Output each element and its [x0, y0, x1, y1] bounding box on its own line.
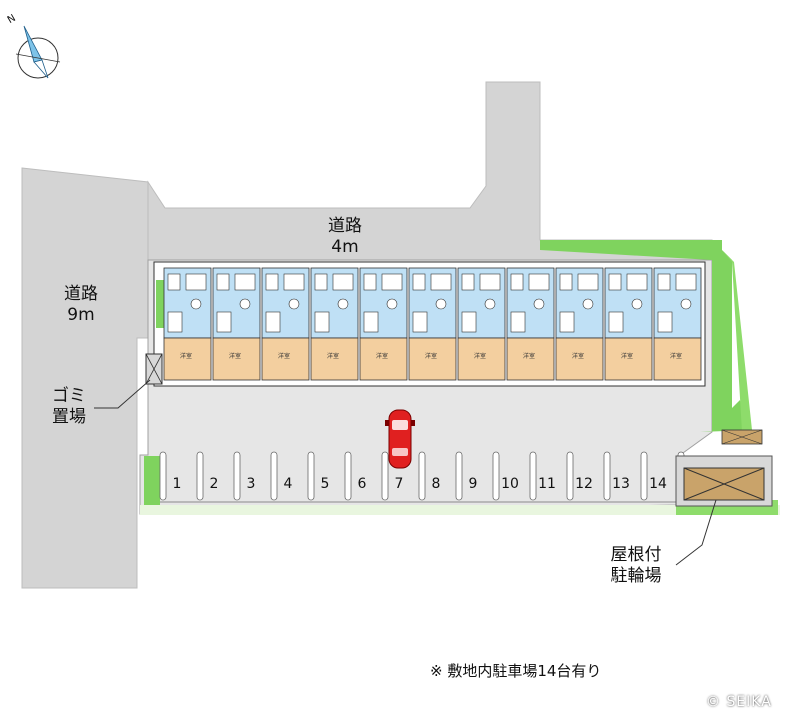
green-strip-west [144, 456, 160, 510]
bicycle-callout: 屋根付 駐輪場 [598, 545, 674, 587]
north-road [147, 81, 713, 261]
west-road-name: 道路 [64, 284, 98, 304]
room-label: 洋室 [523, 352, 535, 360]
building-unit: 洋室 [457, 267, 506, 381]
room-label: 洋室 [621, 352, 633, 360]
room-label: 洋室 [180, 352, 192, 360]
north-road-name: 道路 [328, 216, 362, 236]
bicycle-parking [675, 429, 773, 507]
stall-divider [307, 451, 315, 501]
green-strip-east [540, 240, 750, 432]
bicycle-leader-line [675, 499, 717, 566]
building-unit: 洋室 [359, 267, 408, 381]
building-unit: 洋室 [261, 267, 310, 381]
apartment-building: 洋室 洋室 洋室 洋室 洋室 洋室 洋室 洋室 洋室 洋室 洋室 [153, 261, 706, 387]
west-road [21, 167, 149, 589]
stall-divider [159, 451, 167, 501]
room-label: 洋室 [474, 352, 486, 360]
stall-number-3: 3 [246, 476, 256, 492]
building-unit: 洋室 [506, 267, 555, 381]
stall-divider [270, 451, 278, 501]
north-road-width: 4m [331, 237, 359, 257]
stall-number-1: 1 [172, 476, 182, 492]
stall-divider [418, 451, 426, 501]
stall-number-13: 13 [612, 476, 630, 492]
garbage-callout: ゴミ 置場 [44, 386, 94, 428]
green-strip-east-outer [722, 250, 752, 432]
room-label: 洋室 [229, 352, 241, 360]
stall-number-6: 6 [357, 476, 367, 492]
garbage-leader-line [94, 379, 151, 409]
garbage-area [145, 353, 163, 385]
stall-number-2: 2 [209, 476, 219, 492]
garbage-callout-line2: 置場 [52, 407, 86, 427]
building-unit: 洋室 [212, 267, 261, 381]
copyright-mark: © SEIKA [706, 694, 772, 710]
north-road-label: 道路 4m [300, 216, 390, 258]
building-unit: 洋室 [653, 267, 702, 381]
building-unit: 洋室 [408, 267, 457, 381]
room-label: 洋室 [670, 352, 682, 360]
stall-divider [344, 451, 352, 501]
room-label: 洋室 [425, 352, 437, 360]
building-unit: 洋室 [604, 267, 653, 381]
room-label: 洋室 [376, 352, 388, 360]
stall-number-14: 14 [649, 476, 667, 492]
stall-divider [640, 451, 648, 501]
building-unit: 洋室 [555, 267, 604, 381]
room-label: 洋室 [327, 352, 339, 360]
stall-divider [233, 451, 241, 501]
green-edge-south [140, 505, 780, 515]
stall-number-4: 4 [283, 476, 293, 492]
stall-divider [455, 451, 463, 501]
building-planter [156, 280, 164, 328]
stall-number-10: 10 [501, 476, 519, 492]
north-arrow-icon [15, 25, 61, 79]
stall-number-7: 7 [394, 476, 404, 492]
stall-divider [566, 451, 574, 501]
stall-number-9: 9 [468, 476, 478, 492]
stall-divider [529, 451, 537, 501]
stall-number-11: 11 [538, 476, 556, 492]
garbage-callout-line1: ゴミ [52, 386, 86, 406]
room-label: 洋室 [572, 352, 584, 360]
stall-number-12: 12 [575, 476, 593, 492]
stall-number-8: 8 [431, 476, 441, 492]
west-road-width: 9m [67, 305, 95, 325]
room-label: 洋室 [278, 352, 290, 360]
stall-divider [381, 451, 389, 501]
car-icon [385, 409, 415, 469]
building-unit: 洋室 [310, 267, 359, 381]
parking-note: ※ 敷地内駐車場14台有り [430, 662, 602, 680]
bicycle-callout-line1: 屋根付 [610, 545, 662, 565]
stall-divider [603, 451, 611, 501]
bicycle-callout-line2: 駐輪場 [610, 566, 662, 586]
stall-divider [492, 451, 500, 501]
west-road-label: 道路 9m [46, 284, 116, 326]
stall-number-5: 5 [320, 476, 330, 492]
stall-divider [196, 451, 204, 501]
building-unit: 洋室 [163, 267, 212, 381]
